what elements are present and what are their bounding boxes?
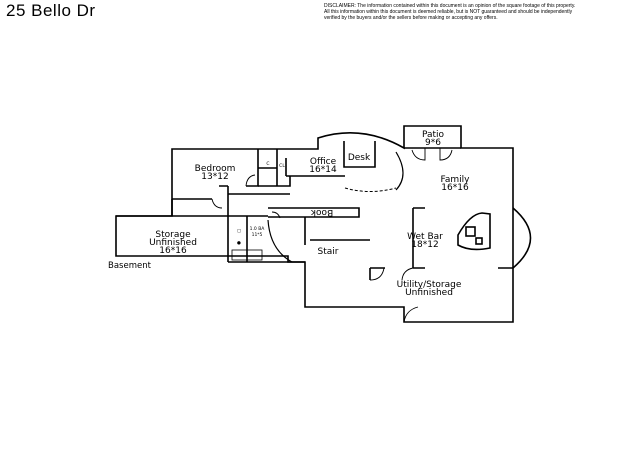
stair-arc xyxy=(267,219,293,263)
storage-dims: 16*16 xyxy=(159,246,187,256)
utility-name: Utility/Storage xyxy=(397,280,462,290)
wetbar-wall xyxy=(369,207,513,280)
door-swing xyxy=(401,267,414,281)
utility-sub: Unfinished xyxy=(405,288,453,298)
bedroom-name: Bedroom xyxy=(195,164,236,174)
door-swing xyxy=(211,198,223,209)
bath-wall xyxy=(227,186,305,263)
door-swing xyxy=(369,267,385,281)
bay-window xyxy=(512,207,532,269)
toilet-icon: ▢ xyxy=(237,229,241,234)
wetbar-appliance xyxy=(475,237,483,245)
patio-dims: 9*6 xyxy=(425,138,441,148)
office-dashed-arc xyxy=(344,187,397,192)
disclaimer-line: verified by the buyers and/or the seller… xyxy=(324,15,498,22)
bathtub xyxy=(231,249,263,261)
door-swing xyxy=(411,148,426,161)
wetbar-name: Wet Bar xyxy=(407,232,443,242)
disclaimer-text: DISCLAIMER: The information contained wi… xyxy=(324,3,636,22)
family-dims: 16*16 xyxy=(441,183,469,193)
closet-label: C xyxy=(266,161,269,167)
patio-name: Patio xyxy=(422,130,445,140)
closet-label: CL xyxy=(279,163,285,169)
door-swing xyxy=(403,306,419,323)
office-arc xyxy=(395,151,404,191)
disclaimer-line: DISCLAIMER: The information contained wi… xyxy=(324,3,576,9)
storage-name: Storage xyxy=(155,230,191,240)
wetbar-counter xyxy=(457,212,491,251)
family-name: Family xyxy=(441,175,471,185)
disclaimer-line: All this information within this documen… xyxy=(324,9,573,16)
office-wall xyxy=(285,158,345,177)
bath-dims: 11*5 xyxy=(252,232,263,238)
closet-wall xyxy=(258,149,291,187)
desk-box xyxy=(343,141,376,168)
bedroom-dims: 13*12 xyxy=(201,172,228,182)
walls xyxy=(115,125,532,323)
level-label: Basement xyxy=(108,261,152,271)
door-swing xyxy=(245,174,256,187)
office-dims: 16*14 xyxy=(309,165,337,175)
bath-name: 1.0 BA xyxy=(250,226,266,232)
outer-wall xyxy=(115,125,514,323)
door-swings xyxy=(211,148,453,323)
wetbar-dims: 18*12 xyxy=(411,240,438,250)
stair-wall xyxy=(304,217,370,245)
office-name: Office xyxy=(310,157,337,167)
desk-name: Desk xyxy=(348,153,371,163)
stair-name: Stair xyxy=(318,247,339,257)
sink xyxy=(465,226,476,237)
storage-wall xyxy=(116,199,228,217)
property-title: 25 Bello Dr xyxy=(6,1,96,20)
book-label: Book xyxy=(310,207,333,217)
book-shelf xyxy=(268,207,360,218)
sink-icon: ● xyxy=(237,241,241,246)
door-swing xyxy=(439,148,453,161)
storage-sub: Unfinished xyxy=(149,238,197,248)
door-swing xyxy=(271,211,281,219)
